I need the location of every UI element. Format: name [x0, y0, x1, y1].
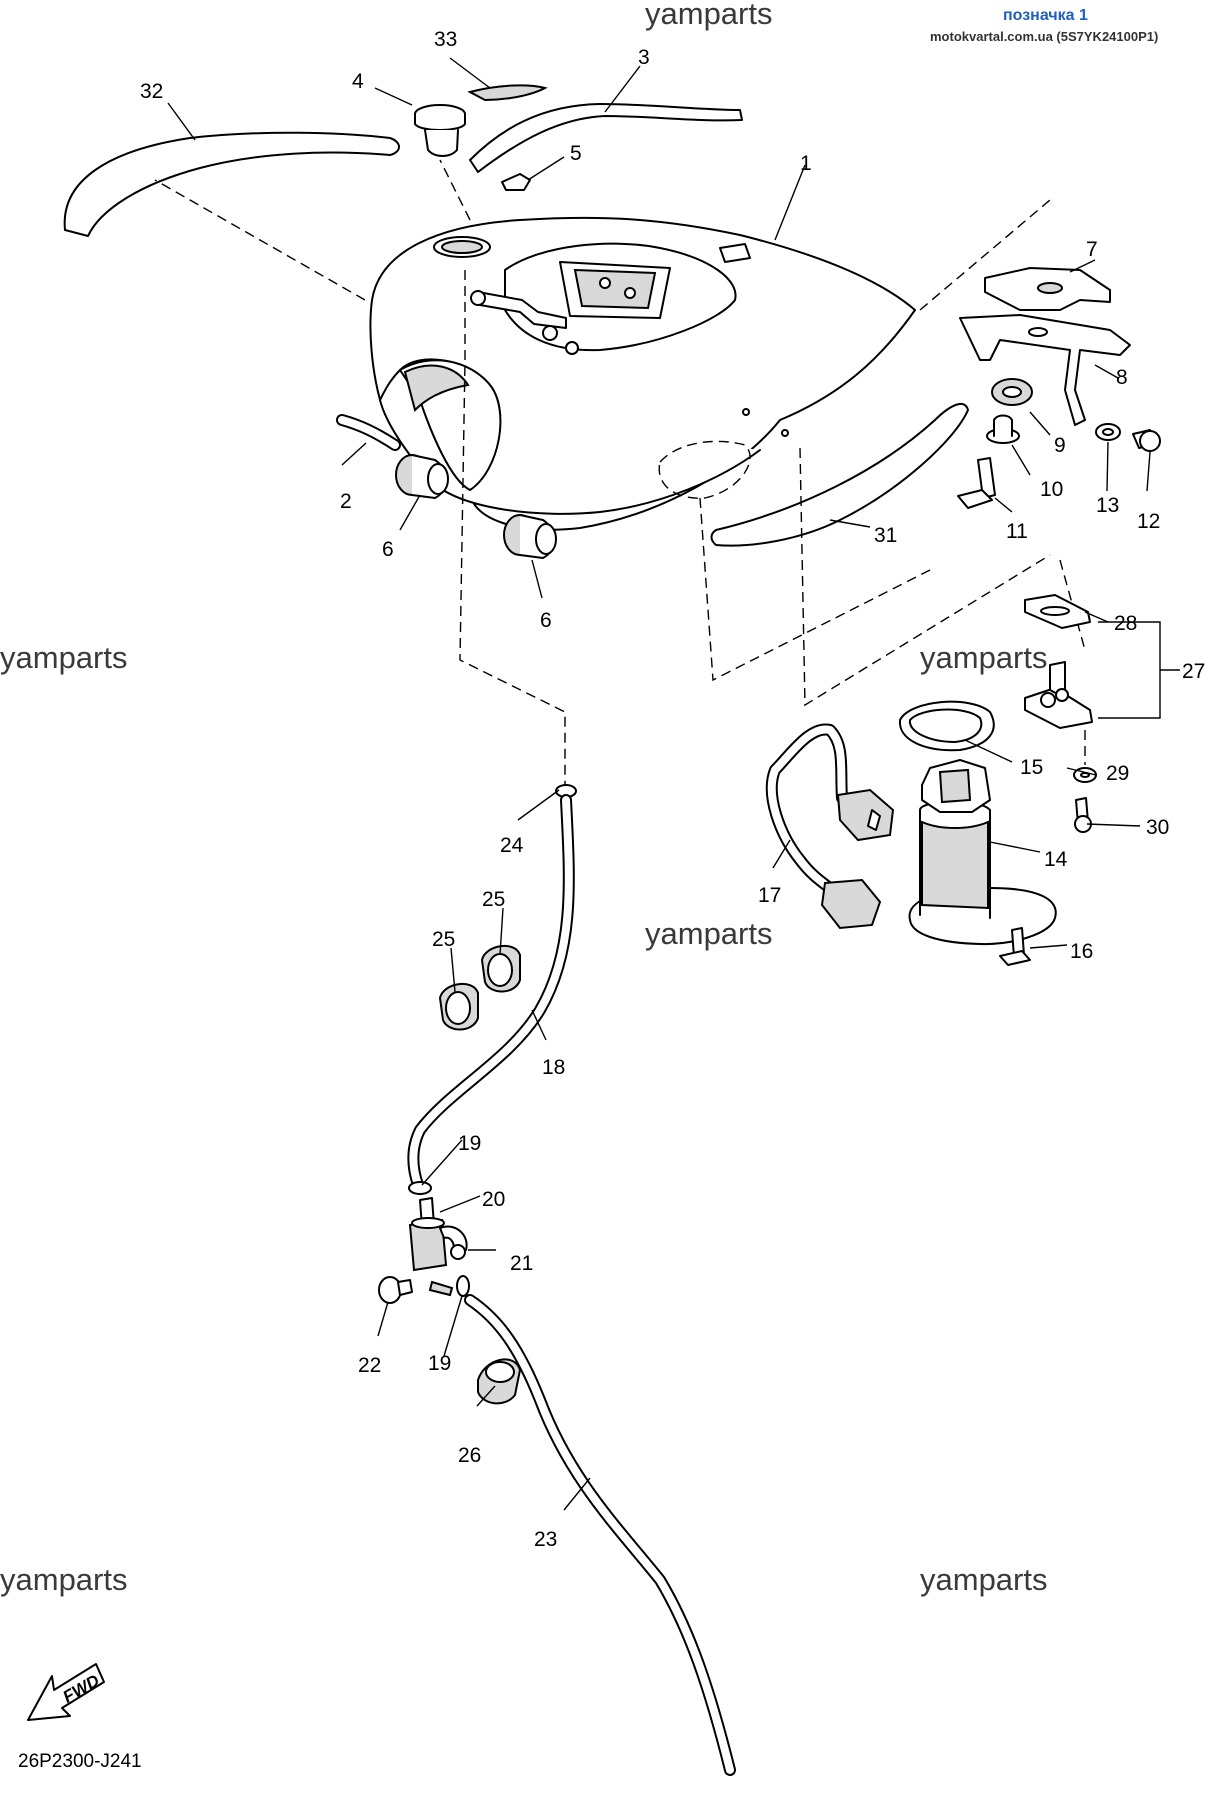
fuel-hose-18: [407, 794, 575, 1191]
callout-10: 10: [1040, 478, 1063, 501]
callout-30: 30: [1146, 816, 1169, 839]
callout-5: 5: [570, 142, 582, 165]
callout-9: 9: [1054, 434, 1066, 457]
callout-13: 13: [1096, 494, 1119, 517]
callout-15: 15: [1020, 756, 1043, 779]
fuel-tank: [369, 216, 916, 531]
screw-16: [999, 927, 1031, 966]
hose-clamp-25-upper: [480, 945, 521, 993]
pump-wiring-lead: [765, 723, 895, 930]
hose-clamp-25-lower: [438, 983, 479, 1031]
watermark: yamparts: [0, 640, 127, 675]
damper-rubber-lower: [503, 514, 557, 559]
side-trim-left: [63, 131, 400, 237]
callout-33: 33: [434, 28, 457, 51]
callout-leaders: [167, 57, 1151, 1511]
callout-8: 8: [1116, 366, 1128, 389]
hose-fitting-gasket: [1024, 594, 1091, 629]
callout-2: 2: [340, 490, 352, 513]
callout-7: 7: [1086, 238, 1098, 261]
washer-13: [1095, 423, 1121, 441]
top-trim-strip: [469, 103, 743, 173]
retainer-clip: [501, 173, 531, 191]
hose-fitting: [1024, 661, 1093, 729]
screw-30: [1074, 797, 1092, 833]
watermark: yamparts: [920, 640, 1047, 675]
callout-32: 32: [140, 80, 163, 103]
hose-clamp-19-lower: [456, 1275, 470, 1297]
callout-6a: 6: [382, 538, 394, 561]
watermark: yamparts: [645, 916, 772, 951]
callout-27: 27: [1182, 660, 1205, 683]
screw-22: [378, 1276, 413, 1304]
fuel-cap: [414, 104, 466, 157]
callout-11: 11: [1006, 520, 1028, 543]
bolt-11: [957, 457, 996, 509]
damper-rubber-upper: [395, 454, 449, 499]
hose-clamp-19-upper: [408, 1181, 432, 1195]
filter-bracket: [439, 1225, 468, 1260]
callout-18: 18: [542, 1056, 565, 1079]
callout-1: 1: [800, 152, 812, 175]
watermark: yamparts: [920, 1562, 1047, 1597]
callout-21: 21: [510, 1252, 533, 1275]
collar: [986, 414, 1020, 444]
tank-emblem: [467, 84, 548, 102]
hose-clamp-26: [477, 1358, 522, 1405]
header-title: позначка 1: [1003, 7, 1088, 24]
callout-numbers: 1 2 3 4 5 6 6 7 8 9 10 11 12 13 14 15 16…: [140, 28, 1205, 1551]
fuel-hose-23: [464, 1294, 736, 1776]
callout-31: 31: [874, 524, 897, 547]
fuel-filter: [408, 1197, 448, 1272]
watermark: yamparts: [645, 0, 772, 31]
callout-22: 22: [358, 1354, 381, 1377]
callout-25b: 25: [432, 928, 455, 951]
mount-bracket-lower: [959, 314, 1131, 426]
callout-24: 24: [500, 834, 524, 857]
callout-16: 16: [1070, 940, 1093, 963]
callout-6b: 6: [540, 609, 552, 632]
callout-29: 29: [1106, 762, 1129, 785]
callout-12: 12: [1137, 510, 1160, 533]
grommet: [991, 378, 1033, 406]
fuel-pump: [908, 759, 1057, 946]
callout-14: 14: [1044, 848, 1068, 871]
header-subtitle: motokvartal.com.ua (5S7YK24100P1): [930, 29, 1158, 44]
bolt-12: [1132, 429, 1161, 452]
diagram-code: 26P2300-J241: [18, 1751, 142, 1772]
fwd-arrow-icon: FWD: [27, 1663, 105, 1721]
side-trim-right: [710, 402, 969, 547]
drain-hose: [336, 414, 401, 451]
callout-4: 4: [352, 70, 364, 93]
callout-26: 26: [458, 1444, 481, 1467]
callout-20: 20: [482, 1188, 505, 1211]
callout-28: 28: [1114, 612, 1137, 635]
callout-19a: 19: [458, 1132, 481, 1155]
callout-23: 23: [534, 1528, 557, 1551]
callout-25a: 25: [482, 888, 505, 911]
callout-3: 3: [638, 46, 650, 69]
callout-17: 17: [758, 884, 781, 907]
callout-19b: 19: [428, 1352, 451, 1375]
watermark: yamparts: [0, 1562, 127, 1597]
